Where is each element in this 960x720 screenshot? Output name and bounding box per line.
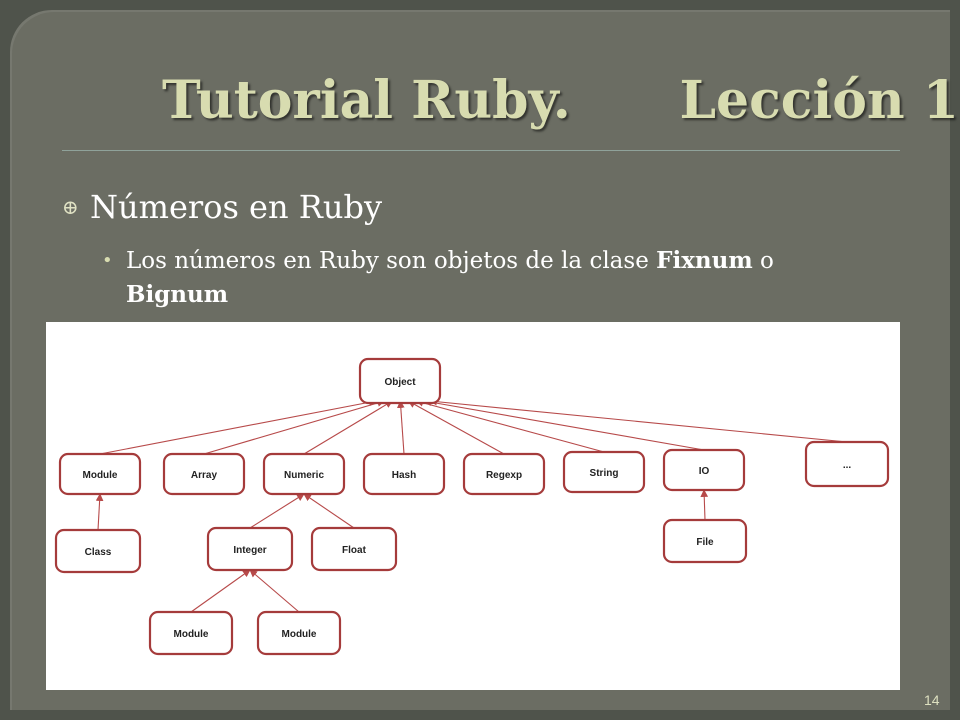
node-box-hash — [362, 452, 446, 496]
edge-float-to-numeric — [303, 493, 355, 529]
node-hash: Hash — [362, 452, 446, 496]
circled-plus-bullet-icon: ⊕ — [62, 195, 79, 219]
node-label-module3: Module — [282, 629, 317, 640]
node-array: Array — [162, 452, 246, 496]
node-label-regexp: Regexp — [486, 470, 522, 481]
main-bullet: ⊕ Números en Ruby — [62, 188, 382, 226]
node-box-string — [562, 450, 646, 494]
edge-regexp-to-object — [407, 400, 505, 455]
node-label-class: Class — [85, 547, 112, 558]
edge-file-to-io — [700, 489, 709, 521]
sub-bullet-text: Los números en Ruby son objetos de la cl… — [108, 244, 808, 312]
edge-module-to-object — [99, 398, 377, 455]
node-class: Class — [54, 528, 142, 574]
node-object: Object — [358, 357, 442, 405]
sub-bullet-prefix: Los números en Ruby son objetos de la cl… — [126, 248, 657, 274]
node-label-module: Module — [83, 470, 118, 481]
node-label-ellipsis: ... — [843, 460, 852, 471]
node-box-module — [58, 452, 142, 496]
node-label-file: File — [696, 537, 714, 548]
node-label-object: Object — [384, 377, 416, 388]
title-divider — [62, 150, 900, 151]
node-file: File — [662, 518, 748, 564]
edge-array-to-object — [203, 399, 386, 455]
node-numeric: Numeric — [262, 452, 346, 496]
node-box-io — [662, 448, 746, 492]
edge-io-to-object — [423, 398, 705, 451]
node-label-module2: Module — [174, 629, 209, 640]
bignum-term: Bignum — [126, 281, 229, 308]
node-box-array — [162, 452, 246, 496]
node-io: IO — [662, 448, 746, 492]
node-regexp: Regexp — [462, 452, 546, 496]
page-number: 14 — [924, 692, 940, 708]
node-label-array: Array — [191, 470, 218, 481]
node-label-float: Float — [342, 545, 367, 556]
node-label-hash: Hash — [392, 470, 416, 481]
node-box-numeric — [262, 452, 346, 496]
node-box-module2 — [148, 610, 234, 656]
edge-class-to-module — [95, 493, 104, 531]
bullet-dot-icon: • — [102, 250, 113, 271]
node-float: Float — [310, 526, 398, 572]
node-ellipsis: ... — [804, 440, 890, 488]
node-box-integer — [206, 526, 294, 572]
node-box-file — [662, 518, 748, 564]
edge-integer-to-numeric — [249, 493, 305, 529]
edge-module3-to-integer — [249, 569, 300, 613]
node-label-integer: Integer — [233, 545, 266, 556]
node-label-string: String — [590, 468, 619, 479]
node-box-regexp — [462, 452, 546, 496]
node-box-object — [358, 357, 442, 405]
sub-bullet-middle: o — [752, 248, 774, 274]
edge-hash-to-object — [396, 400, 405, 455]
sub-bullet: • Los números en Ruby son objetos de la … — [102, 244, 808, 312]
edge-numeric-to-object — [303, 400, 393, 455]
node-box-float — [310, 526, 398, 572]
node-box-ellipsis — [804, 440, 890, 488]
node-box-module3 — [256, 610, 342, 656]
node-module3: Module — [256, 610, 342, 656]
node-label-numeric: Numeric — [284, 470, 324, 481]
main-bullet-text: Números en Ruby — [90, 188, 383, 226]
node-string: String — [562, 450, 646, 494]
node-box-class — [54, 528, 142, 574]
slide-title: Tutorial Ruby. Lección 1 — [162, 70, 959, 131]
node-integer: Integer — [206, 526, 294, 572]
edge-ellipsis-to-object — [429, 397, 848, 443]
edge-string-to-object — [415, 399, 605, 453]
edge-module2-to-integer — [190, 569, 251, 613]
fixnum-term: Fixnum — [656, 247, 753, 274]
node-label-io: IO — [699, 466, 710, 477]
node-module: Module — [58, 452, 142, 496]
node-module2: Module — [148, 610, 234, 656]
